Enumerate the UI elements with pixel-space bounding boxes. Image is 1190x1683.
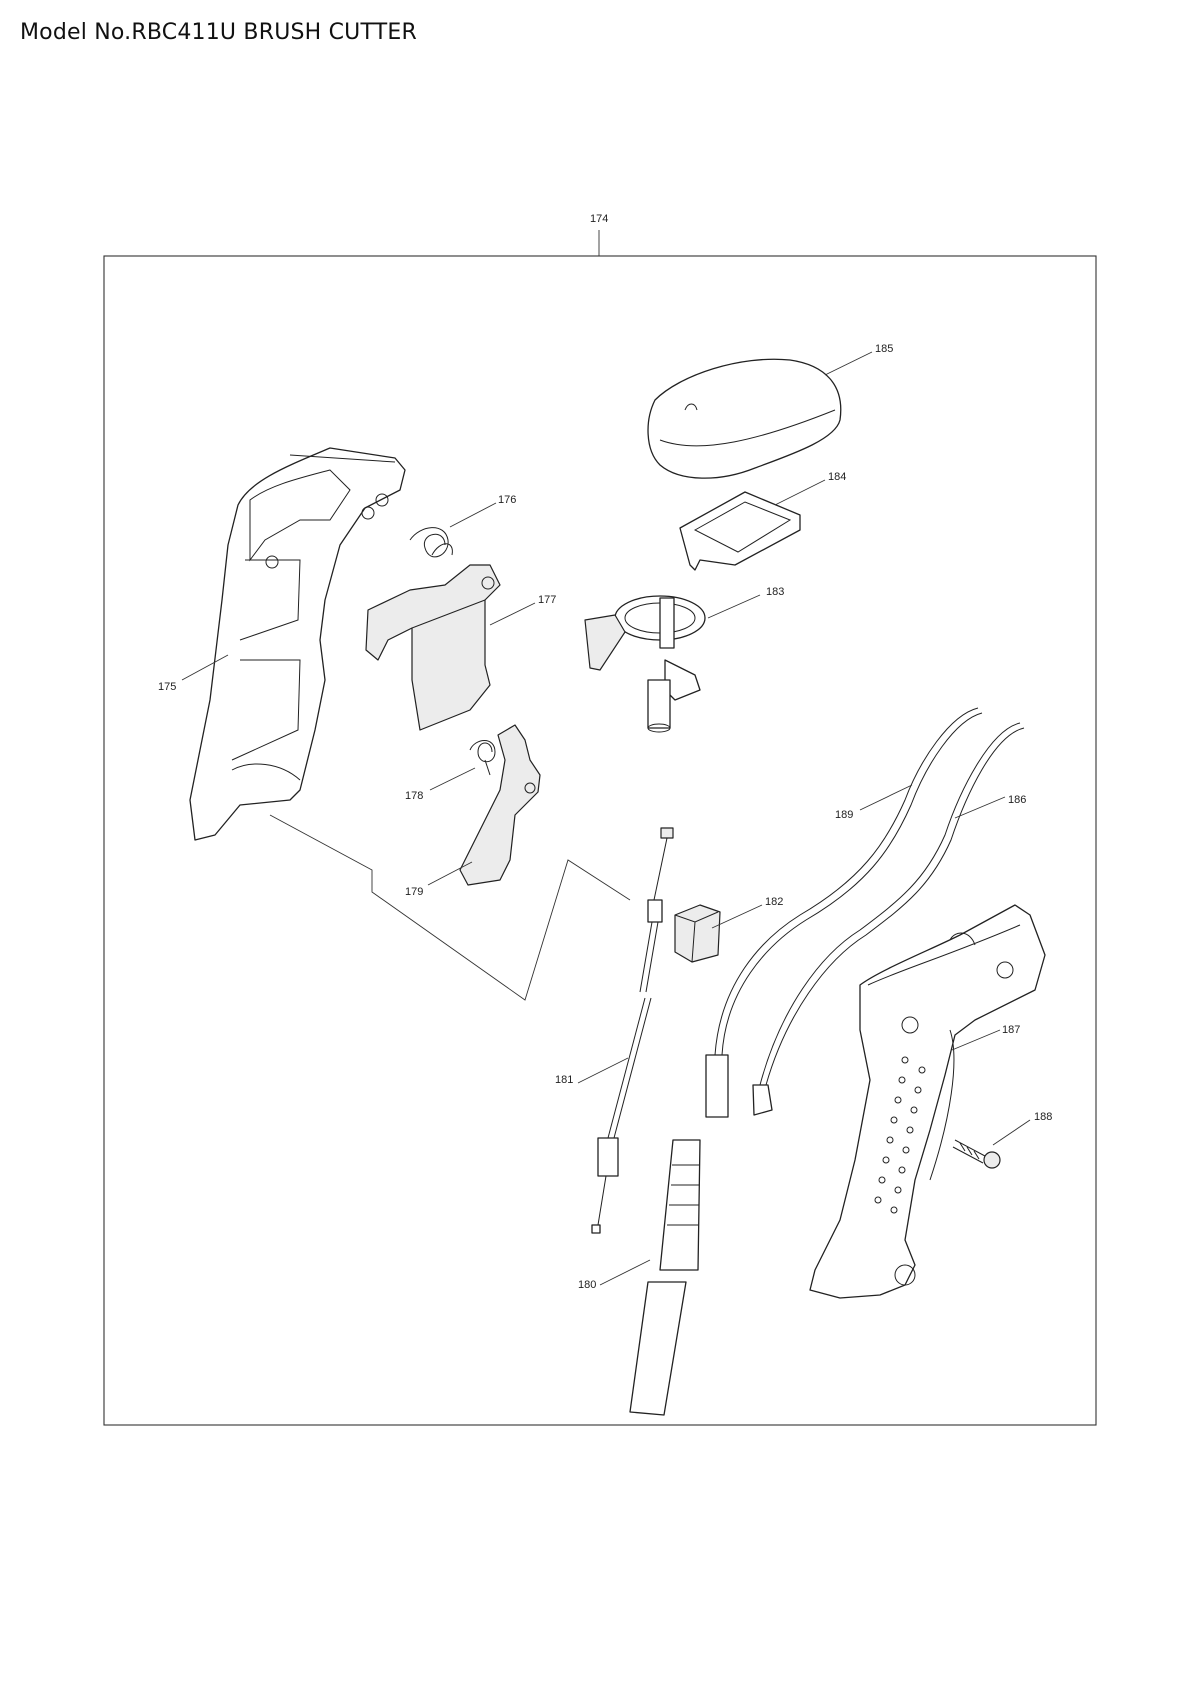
leader-179 [427,861,473,886]
page-title: Model No.RBC411U BRUSH CUTTER [20,20,417,45]
part-177-throttle-lever [365,564,501,731]
part-182-cable-holder [674,904,721,963]
callout-177: 177 [538,594,556,606]
callout-186: 186 [1008,794,1026,806]
part-180-grip [629,1139,701,1416]
callout-179: 179 [405,886,423,898]
leader-187 [951,1029,1001,1051]
callout-184: 184 [828,471,846,483]
leader-176 [449,502,497,528]
leader-185 [824,351,873,376]
part-178-spring [469,740,496,776]
callout-187: 187 [1002,1024,1020,1036]
callout-183: 183 [766,586,784,598]
callout-180: 180 [578,1279,596,1291]
part-181-throttle-cable [591,827,674,1234]
callout-181: 181 [555,1074,573,1086]
leader-186 [954,796,1006,819]
part-189-wire [705,707,983,1118]
leader-180 [599,1259,651,1286]
leader-188 [992,1119,1031,1146]
part-175-left-handle [189,447,406,841]
leader-175 [181,654,229,681]
leader-181 [577,1057,629,1084]
leader-182 [711,904,763,929]
part-179-lock-lever [459,724,541,886]
callout-176: 176 [498,494,516,506]
leader-183 [707,594,761,619]
part-176-spring [409,527,453,558]
callout-182: 182 [765,896,783,908]
part-184-seal [679,491,801,571]
callout-178: 178 [405,790,423,802]
part-188-screw [952,1139,1001,1169]
leader-178 [429,767,476,791]
part-187-right-handle [809,904,1046,1299]
assembly-link-line [269,814,631,1001]
part-183-switch-unit [584,595,706,733]
leader-177 [489,602,536,626]
part-185-cover [647,358,842,479]
leader-189 [859,784,913,811]
callout-189: 189 [835,809,853,821]
grip-dots [874,1056,926,1214]
callout-185: 185 [875,343,893,355]
part-186-wire [752,722,1025,1116]
callout-188: 188 [1034,1111,1052,1123]
callout-175: 175 [158,681,176,693]
assembly-frame [103,255,1097,1426]
callout-174: 174 [590,213,608,225]
leader-184 [774,479,826,506]
